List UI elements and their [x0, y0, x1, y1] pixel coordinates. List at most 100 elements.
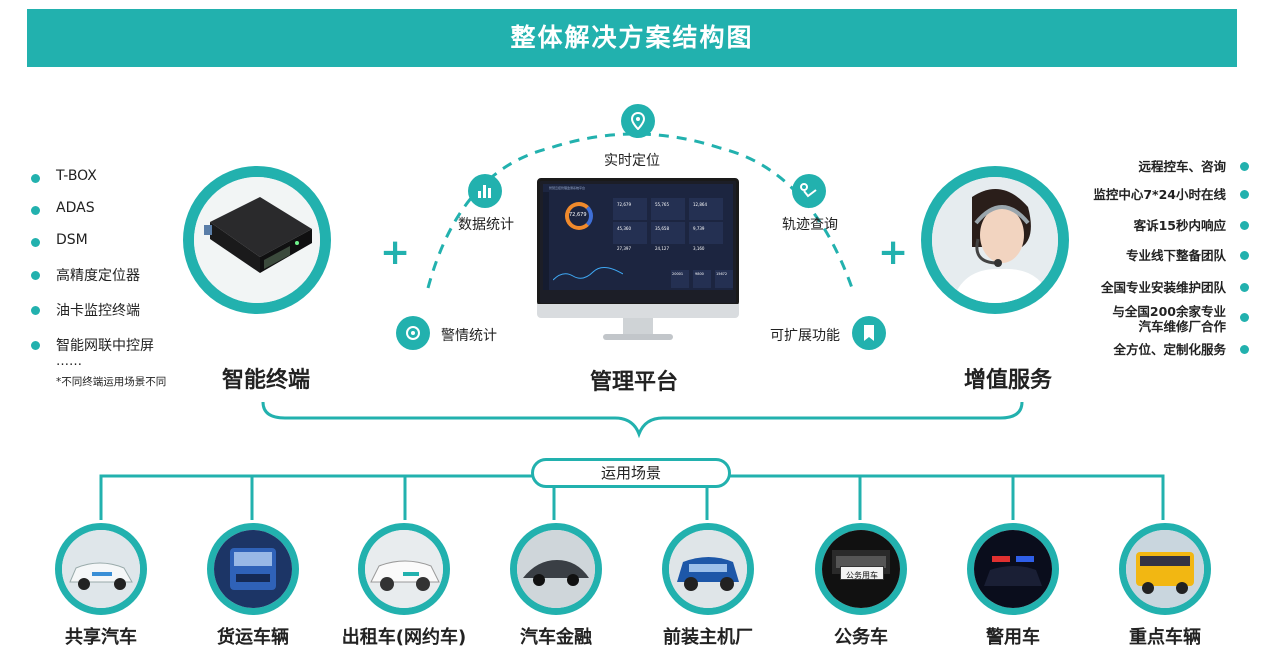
- scenario-label: 汽车金融: [520, 627, 592, 648]
- service-item: 远程控车、咨询: [1138, 159, 1226, 174]
- plus-sign-left: +: [380, 232, 411, 273]
- bullet-dot: [31, 306, 40, 315]
- truck-icon: [214, 530, 292, 608]
- page-title: 整体解决方案结构图: [510, 23, 754, 52]
- mini-value: 20001: [672, 272, 684, 276]
- service-agent-image: [921, 166, 1069, 314]
- terminal-item: 智能网联中控屏: [56, 338, 154, 354]
- monitor-stand: [623, 318, 653, 336]
- terminal-list: T-BOX ADAS DSM 高精度定位器 油卡监控终端 智能网联中控屏 …… …: [30, 168, 190, 398]
- bullet-dot: [1240, 283, 1249, 292]
- monitor-chin: [537, 304, 739, 318]
- pillars-brace: [261, 401, 1024, 439]
- police-car-icon: [974, 530, 1052, 608]
- service-item: 全国专业安装维护团队: [1100, 280, 1226, 295]
- bullet-dot: [31, 238, 40, 247]
- mini-tile: [693, 270, 711, 288]
- service-item: 全方位、定制化服务: [1113, 342, 1226, 357]
- scenario-image-taxi: [358, 523, 450, 615]
- scenario-image-freight-truck: [207, 523, 299, 615]
- dashboard-sidebar: [543, 192, 549, 290]
- stat-value: 45,360: [617, 226, 631, 231]
- terminal-item: 高精度定位器: [56, 268, 140, 284]
- official-car-plate: 公务用车: [840, 566, 884, 580]
- stat-tile: [613, 198, 647, 220]
- stat-value: 9,739: [693, 226, 705, 231]
- bullet-dot: [1240, 190, 1249, 199]
- concept-car-icon: [517, 530, 595, 608]
- white-car-icon: [62, 530, 140, 608]
- route-icon: [792, 174, 826, 208]
- scenario-image-auto-finance: [510, 523, 602, 615]
- scenario-label: 出租车(网约车): [341, 627, 467, 648]
- service-item: 与全国200余家专业 汽车维修厂合作: [1112, 304, 1226, 334]
- stat-value: 3,160: [693, 246, 705, 251]
- scenario-image-shared-car: [55, 523, 147, 615]
- dashboard-screen: 智慧云控管理监测系统平台 72,679 72,679 55,765 12,864…: [543, 184, 733, 290]
- service-item: 客诉15秒内响应: [1133, 218, 1226, 233]
- service-item: 监控中心7*24小时在线: [1093, 187, 1226, 202]
- feature-label-alarm-stats: 警情统计: [441, 328, 497, 344]
- bar-chart-icon: [468, 174, 502, 208]
- stat-value: 72,679: [617, 202, 631, 207]
- tbox-device-icon: [194, 177, 320, 303]
- school-bus-icon: [1126, 530, 1204, 608]
- customer-service-headset-icon: [932, 177, 1058, 303]
- scenario-label: 重点车辆: [1129, 627, 1201, 648]
- bullet-dot: [31, 341, 40, 350]
- dashboard-title: 智慧云控管理监测系统平台: [549, 186, 586, 190]
- scenario-label: 货运车辆: [217, 627, 289, 648]
- ring-gauge: [565, 202, 593, 230]
- terminal-label: 智能终端: [222, 368, 311, 393]
- terminal-note: *不同终端运用场景不同: [56, 376, 167, 388]
- alarm-icon: [396, 316, 430, 350]
- terminal-item: ADAS: [56, 200, 95, 216]
- service-list: 远程控车、咨询 监控中心7*24小时在线 客诉15秒内响应 专业线下整备团队 全…: [1080, 156, 1256, 361]
- stat-value: 12,864: [693, 202, 707, 207]
- plate-text: 公务用车: [846, 571, 878, 580]
- scenario-image-oem: [662, 523, 754, 615]
- bullet-dot: [31, 271, 40, 280]
- terminal-item: T-BOX: [56, 168, 97, 184]
- scenario-image-police-car: [967, 523, 1059, 615]
- stat-tile: [651, 222, 685, 244]
- stat-value: 27,397: [617, 246, 631, 251]
- feature-label-track-query: 轨迹查询: [782, 217, 838, 233]
- service-item: 专业线下整备团队: [1125, 248, 1226, 263]
- title-banner: 整体解决方案结构图: [27, 9, 1237, 67]
- bullet-dot: [31, 206, 40, 215]
- scenario-pill-label: 运用场景: [600, 464, 661, 482]
- feature-label-extensible: 可扩展功能: [770, 328, 840, 344]
- bullet-dot: [1240, 221, 1249, 230]
- terminal-item: DSM: [56, 232, 88, 248]
- suv-icon: [669, 530, 747, 608]
- terminal-device-image: [183, 166, 331, 314]
- stat-tile: [689, 222, 723, 244]
- trend-line-chart: [553, 267, 623, 281]
- platform-monitor: 智慧云控管理监测系统平台 72,679 72,679 55,765 12,864…: [537, 178, 739, 346]
- mini-tile: [671, 270, 689, 288]
- bullet-dot: [1240, 162, 1249, 171]
- taxi-car-icon: [365, 530, 443, 608]
- bullet-dot: [1240, 345, 1249, 354]
- scenario-label: 共享汽车: [65, 627, 137, 648]
- scenario-image-key-vehicle: [1119, 523, 1211, 615]
- bullet-dot: [1240, 251, 1249, 260]
- scenario-label: 前装主机厂: [663, 627, 753, 648]
- bullet-dot: [31, 174, 40, 183]
- plus-sign-right: +: [878, 232, 909, 273]
- platform-label: 管理平台: [590, 370, 679, 395]
- mini-value: 9800: [695, 272, 704, 276]
- bookmark-icon: [852, 316, 886, 350]
- service-label: 增值服务: [964, 368, 1053, 393]
- bullet-dot: [1240, 313, 1249, 322]
- location-pin-icon: [621, 104, 655, 138]
- feature-label-data-stats: 数据统计: [458, 217, 514, 233]
- scenario-label: 公务车: [834, 627, 888, 648]
- monitor-base: [603, 334, 673, 340]
- stat-value: 55,765: [655, 202, 669, 207]
- stat-value: 24,127: [655, 246, 669, 251]
- scenario-label: 警用车: [986, 627, 1040, 648]
- stat-value: 35,658: [655, 226, 669, 231]
- stat-tile: [613, 222, 647, 244]
